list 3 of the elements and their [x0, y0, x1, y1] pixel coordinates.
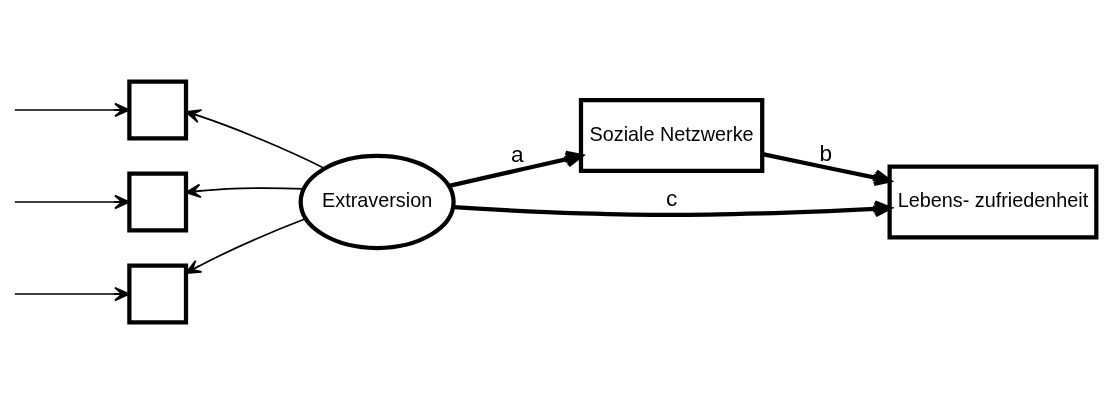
edge-label: c [665, 184, 678, 211]
edge-label: b [819, 139, 833, 166]
edge-label: a [510, 140, 524, 167]
